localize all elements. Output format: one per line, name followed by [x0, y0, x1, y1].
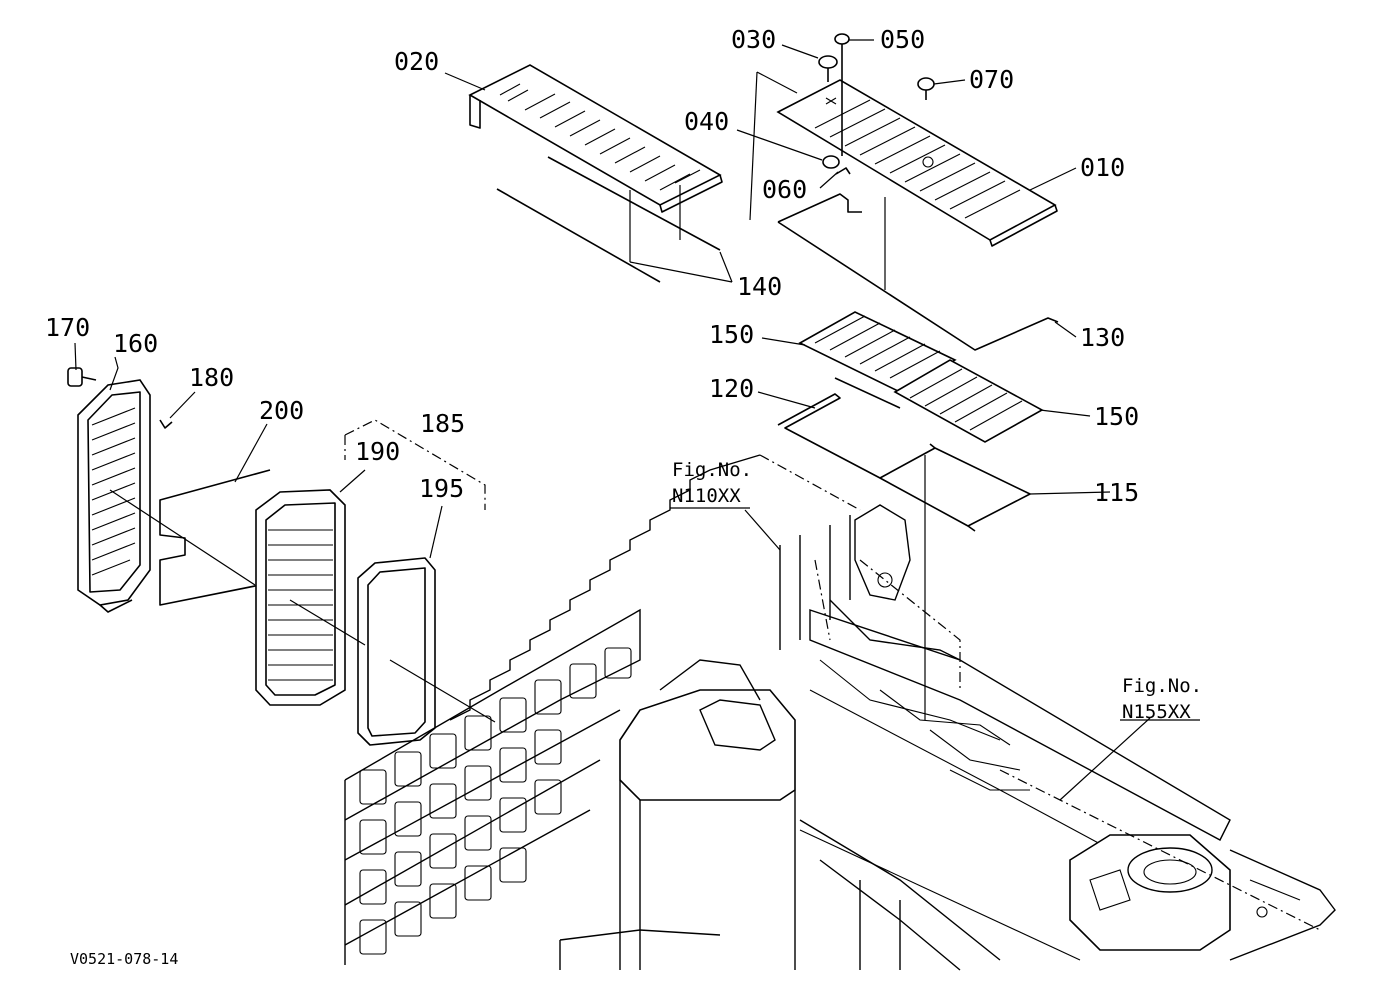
- part-180-clip: [159, 419, 173, 429]
- label-180: 180: [189, 363, 234, 392]
- label-130: 130: [1080, 323, 1125, 352]
- label-150-lower: 150: [1094, 402, 1139, 431]
- part-200-wire-clip: [159, 469, 271, 606]
- diagram-code: V0521-078-14: [70, 950, 178, 968]
- part-170-knob: [67, 367, 97, 387]
- part-070-screw: [917, 77, 935, 100]
- part-195-gasket: [357, 557, 436, 746]
- figure-reference-n155xx: Fig.No. N155XX: [1120, 675, 1202, 723]
- figure-reference-n110xx: Fig.No. N110XX: [670, 459, 752, 509]
- fig-ref-code: N110XX: [672, 485, 741, 507]
- part-050-clip: [834, 33, 850, 156]
- label-160: 160: [113, 329, 158, 358]
- label-200: 200: [259, 396, 304, 425]
- label-190: 190: [355, 437, 400, 466]
- label-140: 140: [737, 272, 782, 301]
- fig-ref-code: N155XX: [1122, 701, 1191, 723]
- label-020: 020: [394, 47, 439, 76]
- part-160-filter-cover: [77, 379, 151, 613]
- part-030-screw: [818, 55, 838, 82]
- cabin-grid-cells: [359, 647, 632, 955]
- part-labels: 020 030 050 070 040 060 010 140 130 150 …: [45, 25, 1139, 507]
- label-010: 010: [1080, 153, 1125, 182]
- fig-ref-prefix: Fig.No.: [1122, 675, 1202, 697]
- label-030: 030: [731, 25, 776, 54]
- part-010-main-grille: [776, 79, 1058, 247]
- label-120: 120: [709, 374, 754, 403]
- part-140-seal-strips: [496, 156, 721, 283]
- label-185: 185: [420, 409, 465, 438]
- label-115: 115: [1094, 478, 1139, 507]
- part-130-frame-seal: [777, 193, 1059, 351]
- leader-lines: [74, 39, 1151, 801]
- label-150-upper: 150: [709, 320, 754, 349]
- part-040-nut: [822, 155, 840, 169]
- part-060-clip: [835, 167, 851, 175]
- part-190-air-filter: [255, 489, 346, 706]
- label-195: 195: [419, 474, 464, 503]
- part-115-seal-plate: [879, 447, 1031, 532]
- part-150-filter-upper: [798, 311, 957, 393]
- label-050: 050: [880, 25, 925, 54]
- assembly-axis-line: [109, 489, 496, 723]
- cabin-frame-structure: [344, 454, 1336, 971]
- label-170: 170: [45, 313, 90, 342]
- label-040: 040: [684, 107, 729, 136]
- fig-ref-prefix: Fig.No.: [672, 459, 752, 481]
- label-070: 070: [969, 65, 1014, 94]
- part-020-grille-cover: [468, 64, 723, 213]
- label-060: 060: [762, 175, 807, 204]
